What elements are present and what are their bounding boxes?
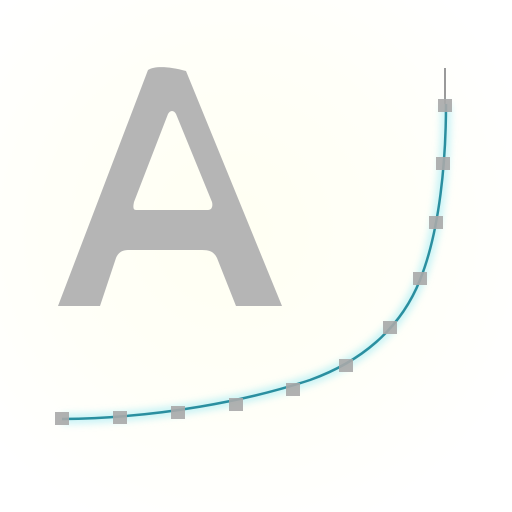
- curve-handle: [113, 411, 127, 424]
- curve-handle: [55, 412, 69, 425]
- curve-handle: [438, 99, 452, 112]
- curve-glow: [61, 103, 451, 424]
- letter-a-glyph: [58, 67, 282, 306]
- curve-handle: [383, 321, 397, 334]
- curve-handle: [429, 216, 443, 229]
- curve-handle: [413, 272, 427, 285]
- curve-line: [61, 103, 448, 421]
- curve-handle: [229, 398, 243, 411]
- letter-a-outer: [58, 67, 282, 306]
- curve-handle: [339, 359, 353, 372]
- curve-handle: [286, 383, 300, 396]
- curve-handle: [171, 406, 185, 419]
- curve-handles: [55, 99, 452, 425]
- curve-handle: [436, 157, 450, 170]
